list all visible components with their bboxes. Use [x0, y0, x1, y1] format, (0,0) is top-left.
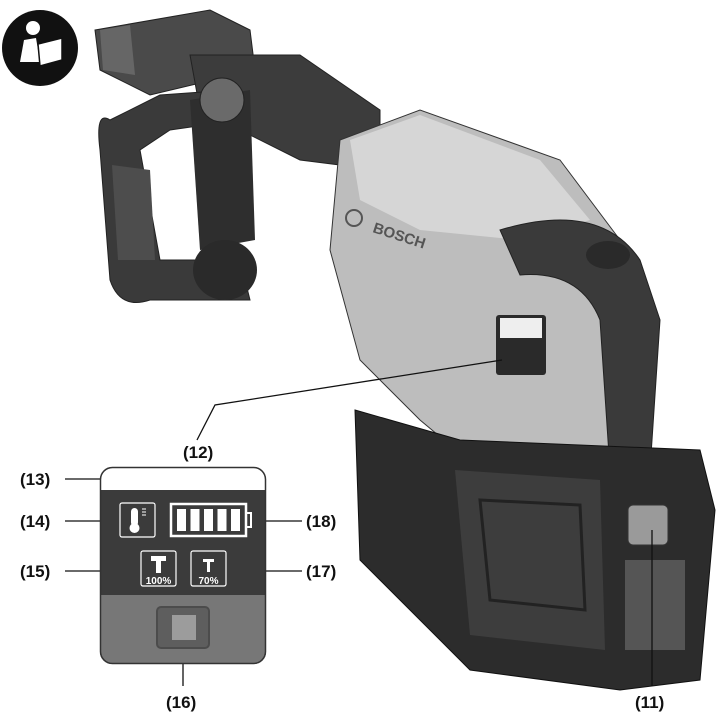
- mode-100-text: 100%: [146, 576, 172, 587]
- label-16: (16): [166, 693, 196, 712]
- read-manual-icon: [2, 10, 78, 86]
- battery-bar: [231, 509, 240, 531]
- battery-bar: [204, 509, 213, 531]
- label-17: (17): [306, 562, 336, 581]
- label-11: (11): [635, 693, 664, 712]
- battery-bar: [218, 509, 227, 531]
- label-14: (14): [20, 512, 50, 531]
- label-18: (18): [306, 512, 336, 531]
- label-13: (13): [20, 470, 50, 489]
- label-15: (15): [20, 562, 50, 581]
- mode-70-text: 70%: [198, 576, 218, 587]
- status-area: [100, 467, 266, 490]
- display-panel: 100% 70%: [100, 467, 266, 664]
- mode-button[interactable]: [157, 607, 209, 648]
- battery-bar: [191, 509, 200, 531]
- label-12: (12): [183, 443, 213, 462]
- battery-bar: [177, 509, 186, 531]
